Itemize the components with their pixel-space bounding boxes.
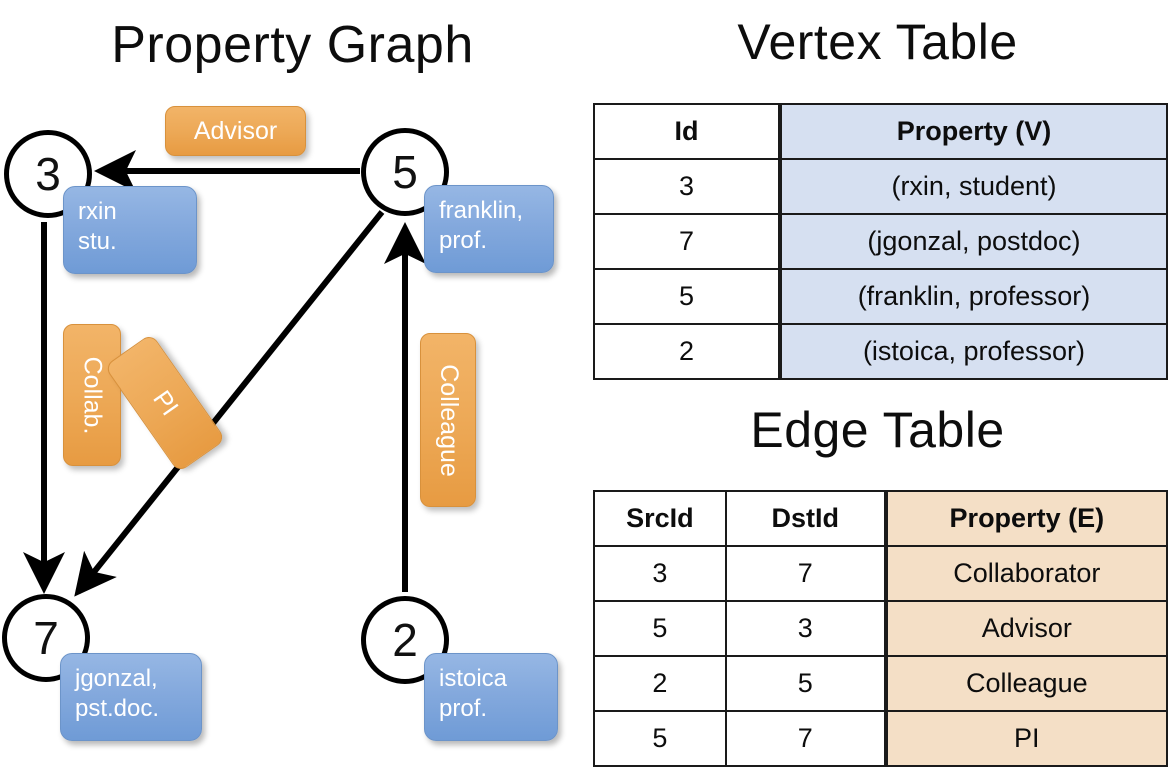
property-graph-diagram: 3 5 7 2 rxin stu. franklin, prof. jgonza…	[0, 0, 585, 760]
table-row: 2 (istoica, professor)	[593, 323, 1169, 380]
vertex-table: Id Property (V) 3 (rxin, student) 7 (jgo…	[593, 103, 1169, 380]
edge-cell-srcid: 3	[593, 545, 727, 602]
edge-cell-srcid: 5	[593, 600, 727, 657]
edge-cell-property: PI	[883, 710, 1169, 767]
edge-cell-srcid: 5	[593, 710, 727, 767]
edge-cell-dstid: 5	[724, 655, 887, 712]
vertex-cell-id: 2	[593, 323, 781, 380]
vertex-property-box-5: franklin, prof.	[424, 185, 554, 273]
vertex-cell-property: (istoica, professor)	[777, 323, 1169, 380]
vertex-property-line-1: istoica	[439, 665, 508, 692]
vertex-table-header-row: Id Property (V)	[593, 103, 1169, 160]
vertex-property-line-2: pst.doc.	[75, 695, 160, 722]
edge-label-collab-text: Collab.	[78, 356, 107, 434]
page-title-edge-table: Edge Table	[750, 402, 1005, 458]
table-row: 5 (franklin, professor)	[593, 268, 1169, 325]
edge-cell-property: Collaborator	[883, 545, 1169, 602]
edge-arrow-5-to-7	[74, 210, 385, 597]
table-row: 3 (rxin, student)	[593, 158, 1169, 215]
edge-label-colleague-text: Colleague	[434, 363, 463, 477]
edge-cell-dstid: 7	[724, 710, 887, 767]
vertex-cell-id: 5	[593, 268, 781, 325]
vertex-property-box-2: istoica prof.	[424, 653, 558, 741]
edge-cell-property: Advisor	[883, 600, 1169, 657]
table-row: 5 7 PI	[593, 710, 1169, 767]
vertex-property-box-3: rxin stu.	[63, 186, 197, 274]
edge-label-colleague: Colleague	[420, 333, 476, 507]
page-title-property-graph: Property Graph	[111, 16, 474, 74]
graph-vertex-2[interactable]: 2	[361, 596, 449, 684]
table-row: 3 7 Collaborator	[593, 545, 1169, 602]
table-row: 5 3 Advisor	[593, 600, 1169, 657]
table-row: 2 5 Colleague	[593, 655, 1169, 712]
page-title-vertex-table: Vertex Table	[737, 14, 1018, 70]
edge-cell-property: Colleague	[883, 655, 1169, 712]
edge-cell-dstid: 3	[724, 600, 887, 657]
graph-vertex-5[interactable]: 5	[361, 128, 449, 216]
edge-cell-srcid: 2	[593, 655, 727, 712]
edge-label-advisor-text: Advisor	[193, 116, 278, 145]
vertex-table-header-property: Property (V)	[777, 103, 1169, 160]
edge-table-header-srcid: SrcId	[593, 490, 727, 547]
vertex-property-box-7: jgonzal, pst.doc.	[60, 653, 202, 741]
edge-label-advisor: Advisor	[165, 106, 306, 156]
vertex-table-header-id: Id	[593, 103, 781, 160]
vertex-property-line-2: prof.	[439, 227, 488, 254]
vertex-property-line-1: rxin	[78, 198, 117, 225]
vertex-property-line-1: jgonzal,	[75, 665, 158, 692]
edge-label-pi-text: PI	[147, 385, 184, 421]
vertex-property-line-2: prof.	[439, 695, 488, 722]
vertex-cell-property: (jgonzal, postdoc)	[777, 213, 1169, 270]
vertex-cell-id: 7	[593, 213, 781, 270]
edge-table-header-dstid: DstId	[724, 490, 887, 547]
vertex-property-line-1: franklin,	[439, 197, 524, 224]
edge-label-collab: Collab.	[63, 324, 121, 466]
edge-table: SrcId DstId Property (E) 3 7 Collaborato…	[593, 490, 1169, 767]
vertex-cell-property: (franklin, professor)	[777, 268, 1169, 325]
edge-table-header-property: Property (E)	[883, 490, 1169, 547]
graph-edge-arrows	[23, 150, 426, 597]
vertex-property-line-2: stu.	[78, 228, 117, 255]
vertex-cell-property: (rxin, student)	[777, 158, 1169, 215]
edge-cell-dstid: 7	[724, 545, 887, 602]
vertex-cell-id: 3	[593, 158, 781, 215]
table-row: 7 (jgonzal, postdoc)	[593, 213, 1169, 270]
edge-table-header-row: SrcId DstId Property (E)	[593, 490, 1169, 547]
